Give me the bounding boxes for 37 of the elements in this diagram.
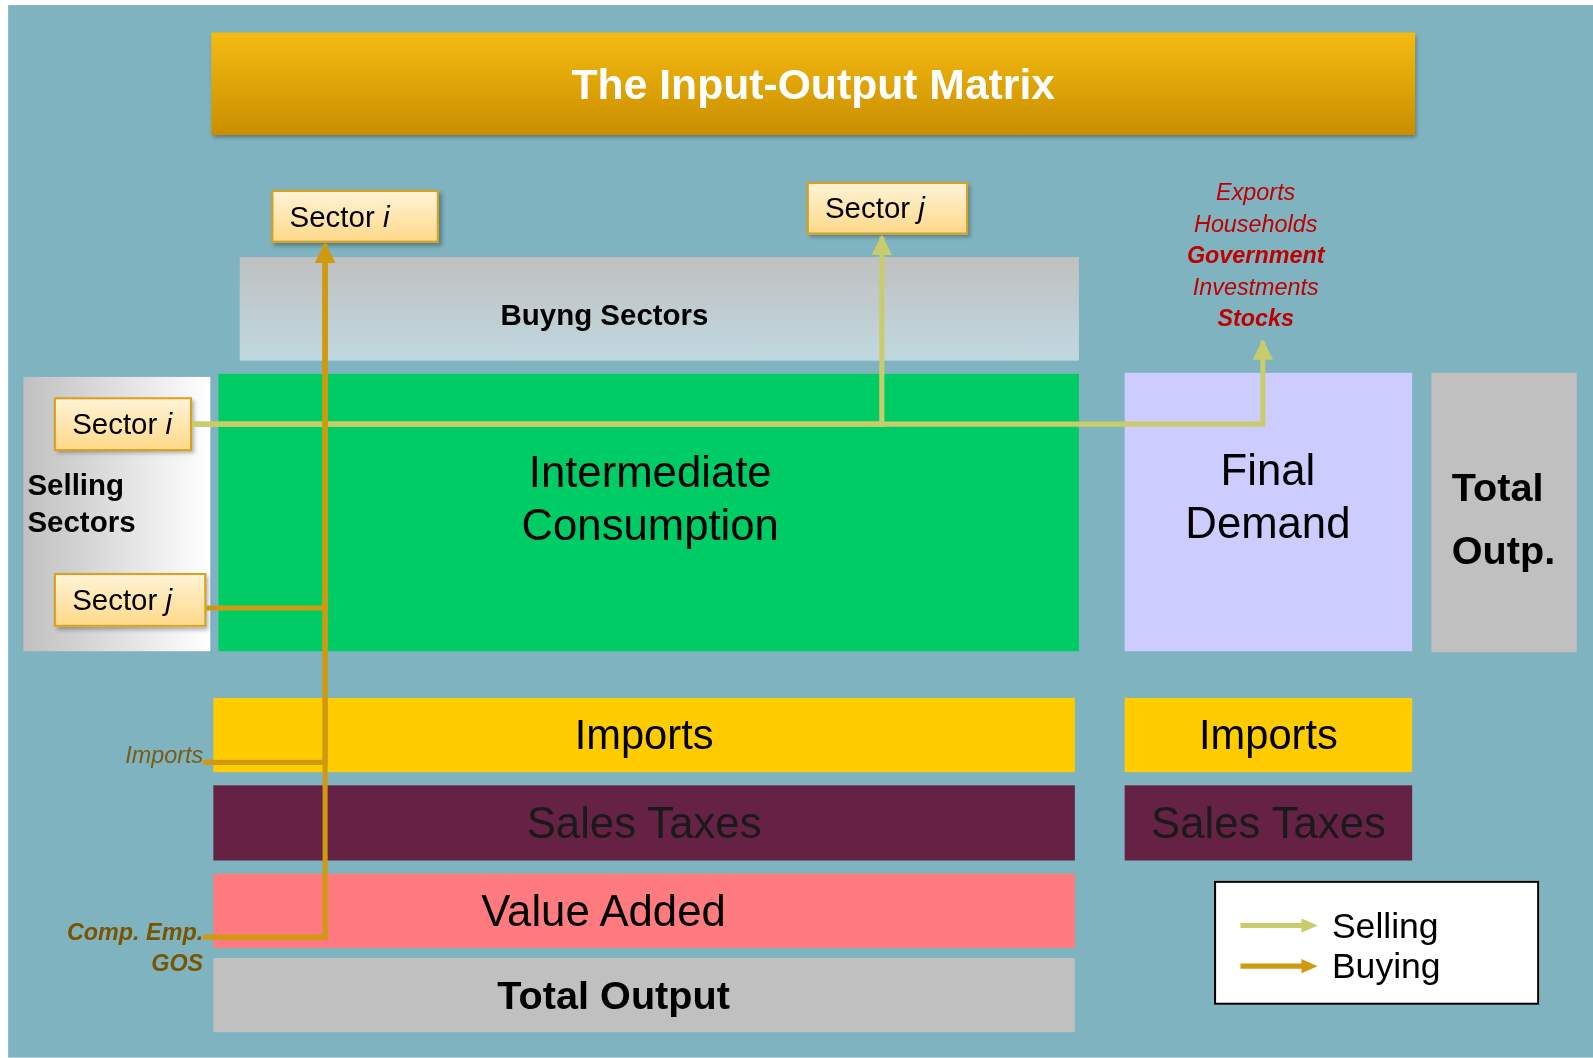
sector-box: [806, 181, 969, 235]
side-panel: [23, 376, 211, 652]
block-label: Intermediate Consumption: [520, 446, 780, 552]
title-banner: The Input-Output Matrix: [211, 32, 1416, 136]
input-label: Comp. Emp.: [66, 917, 204, 947]
sector-label: Sector i: [72, 407, 173, 441]
sector-label: Sector i: [289, 199, 390, 234]
input-label: Imports: [125, 741, 204, 770]
arrow: [192, 339, 1273, 427]
row-label: Total Output: [497, 972, 730, 1018]
matrix-row: [1124, 697, 1413, 773]
block-label: Total Outp.: [1451, 464, 1557, 574]
legend-label: Selling: [1331, 905, 1439, 946]
panel-label: Selling Sectors: [27, 467, 137, 541]
row-label: Value Added: [481, 885, 726, 936]
row-label: Sales Taxes: [526, 798, 762, 848]
sector-label: Sector j: [824, 191, 925, 226]
band-label: Buyng Sectors: [500, 298, 709, 332]
arrow: [203, 242, 336, 940]
final-demand-item: Government: [1186, 240, 1325, 271]
final-demand-item: Exports: [1216, 177, 1296, 208]
row-label: Sales Taxes: [1151, 798, 1386, 848]
row-label: Imports: [1198, 711, 1338, 759]
matrix-row: [213, 958, 1075, 1033]
sector-box: [271, 190, 439, 243]
sector-label: Sector j: [72, 583, 173, 617]
matrix-row: [1124, 785, 1413, 861]
sector-box: [53, 397, 192, 452]
final-demand-item: Households: [1194, 209, 1318, 239]
final-demand-item: Investments: [1192, 272, 1319, 302]
final-demand-item: Stocks: [1217, 303, 1295, 334]
matrix-block: [1431, 372, 1577, 653]
sector-box: [53, 573, 207, 627]
input-label: GOS: [151, 948, 204, 979]
legend-label: Buying: [1331, 945, 1441, 987]
block-label: Final Demand: [1184, 444, 1352, 550]
row-label: Imports: [574, 710, 714, 759]
